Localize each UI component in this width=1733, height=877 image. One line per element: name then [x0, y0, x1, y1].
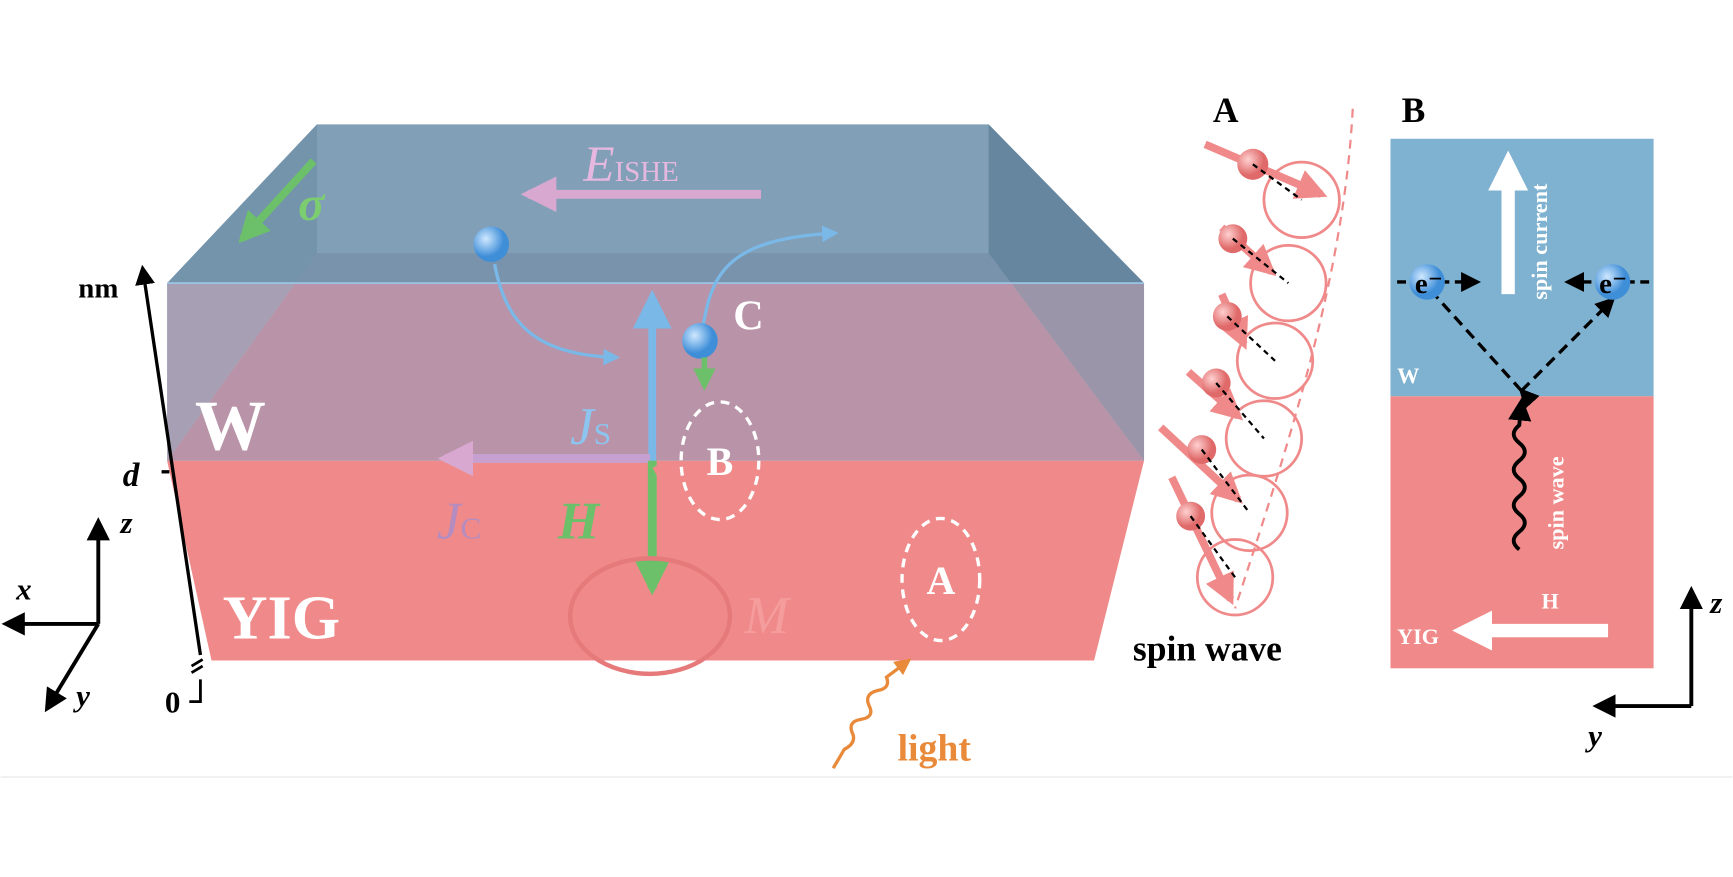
spin-current-label: spin current — [1527, 183, 1552, 300]
electron-left-label: e⁻ — [1415, 268, 1443, 300]
sigma-label: σ — [298, 176, 326, 231]
coordinate-axes: z x y — [1, 505, 133, 713]
w-top-face — [167, 124, 1145, 284]
panel-b-z-label: z — [1709, 585, 1722, 620]
electron-icon — [1594, 264, 1631, 300]
region-a-circle — [900, 516, 982, 643]
spin-wave-label: spin wave — [1544, 456, 1569, 549]
panel-a-caption: spin wave — [1133, 629, 1282, 669]
e-ishe-label: EISHE — [582, 136, 678, 193]
thickness-zero-label: 0 — [165, 685, 181, 720]
w-layer-label: W — [195, 388, 266, 466]
z-axis-label: z — [119, 505, 132, 540]
region-c-label: C — [733, 293, 763, 340]
panel-a: A spin wave — [1133, 90, 1354, 669]
thickness-d-label: d — [123, 457, 141, 494]
electron-icon — [682, 323, 718, 359]
m-label: M — [743, 586, 791, 645]
precession-circle — [567, 556, 733, 677]
sigma-arrow — [238, 158, 317, 244]
electron-right-label: e⁻ — [1599, 268, 1627, 300]
panel-b-yig-layer — [1390, 396, 1654, 669]
panel-b-yig-label: YIG — [1397, 624, 1439, 649]
panel-a-title: A — [1213, 90, 1239, 130]
jc-label: JC — [437, 491, 481, 550]
thickness-axis — [135, 264, 203, 656]
js-label: JS — [570, 397, 611, 456]
panel-b-title: B — [1402, 90, 1426, 130]
spin-wave-squiggle — [1508, 397, 1532, 552]
region-a-label: A — [926, 558, 955, 603]
spin-balls — [1176, 148, 1269, 531]
magnetization-arrow — [652, 464, 720, 582]
thickness-top-label: nm — [78, 273, 118, 305]
panel-b-y-label: y — [1584, 718, 1602, 753]
electron-icon — [1409, 264, 1445, 300]
panel-b: B spin current e⁻ e⁻ spin wave W YIG H z… — [1390, 90, 1722, 753]
region-b-label: B — [707, 439, 734, 484]
light-label: light — [898, 727, 972, 769]
x-axis-label: x — [15, 571, 32, 606]
panel-b-w-label: W — [1397, 363, 1419, 388]
sample-block — [167, 124, 1145, 661]
yig-layer-label: YIG — [223, 584, 340, 652]
y-axis-label: y — [72, 678, 90, 713]
electron-icon — [473, 226, 510, 262]
panel-b-h-label: H — [1541, 588, 1558, 613]
spin-arrows — [1158, 140, 1328, 606]
h-label: H — [557, 491, 601, 550]
region-b-circle — [679, 400, 761, 522]
spin-wave-precession — [1195, 160, 1341, 617]
light-wave-icon — [831, 658, 912, 770]
